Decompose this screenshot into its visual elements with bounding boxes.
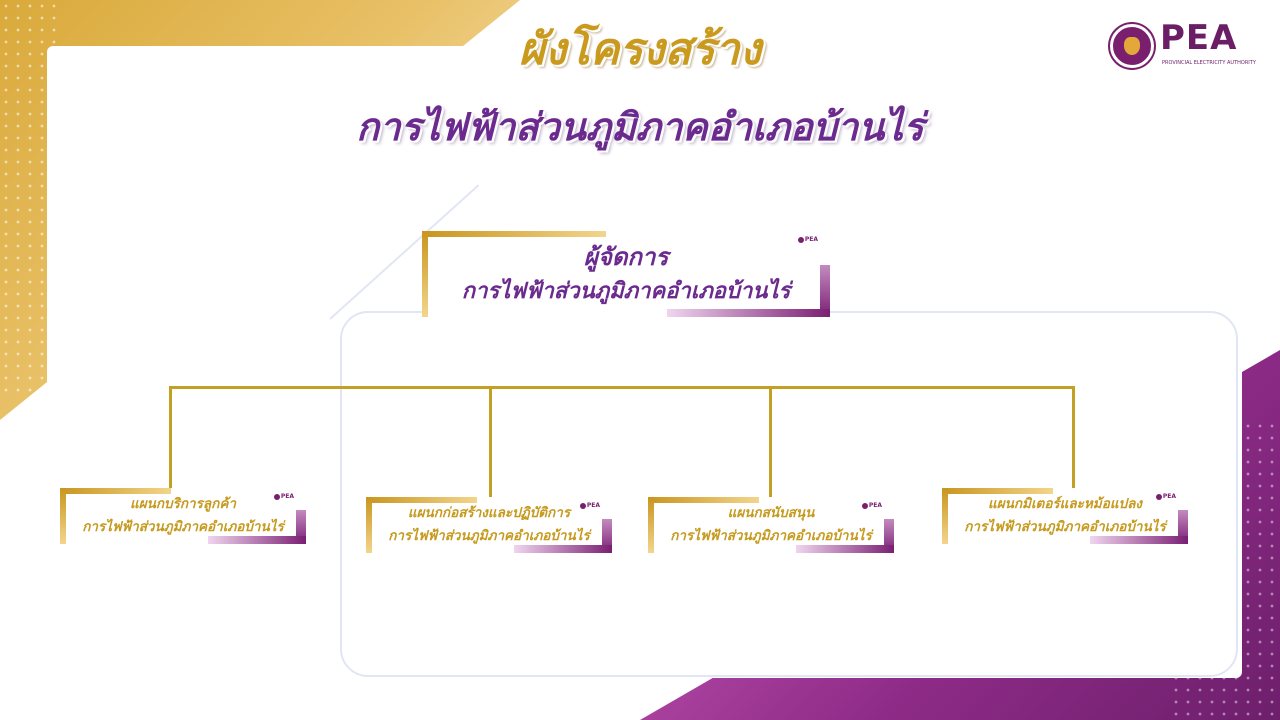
box-gold-accent (366, 497, 372, 553)
box-purple-accent (820, 265, 830, 317)
org-root-title: ผู้จัดการ (583, 243, 669, 271)
box-gold-accent (648, 497, 654, 553)
page-title: ผังโครงสร้าง (518, 24, 762, 75)
org-child-box-3: PEA แผนกสนับสนุน การไฟฟ้าส่วนภูมิภาคอำเภ… (648, 497, 894, 553)
box-mini-logo: PEA (580, 502, 600, 509)
pea-seal-icon (1110, 24, 1154, 68)
org-child-title: แผนกบริการลูกค้า (130, 496, 236, 512)
org-child-subtitle: การไฟฟ้าส่วนภูมิภาคอำเภอบ้านไร่ (964, 519, 1166, 535)
page-subtitle: การไฟฟ้าส่วนภูมิภาคอำเภอบ้านไร่ (356, 105, 924, 149)
org-child-subtitle: การไฟฟ้าส่วนภูมิภาคอำเภอบ้านไร่ (82, 519, 284, 535)
org-root-subtitle: การไฟฟ้าส่วนภูมิภาคอำเภอบ้านไร่ (461, 279, 791, 304)
box-purple-accent (1178, 510, 1188, 544)
box-gold-accent (942, 488, 948, 544)
org-child-box-2: PEA แผนกก่อสร้างและปฏิบัติการ การไฟฟ้าส่… (366, 497, 612, 553)
box-purple-accent (884, 519, 894, 553)
box-mini-logo: PEA (862, 502, 882, 509)
box-mini-logo: PEA (798, 236, 818, 243)
org-child-subtitle: การไฟฟ้าส่วนภูมิภาคอำเภอบ้านไร่ (388, 528, 590, 544)
pea-logo-tagline: PROVINCIAL ELECTRICITY AUTHORITY (1162, 60, 1256, 66)
box-purple-accent (296, 510, 306, 544)
org-child-title: แผนกก่อสร้างและปฏิบัติการ (407, 505, 571, 521)
box-gold-accent (422, 231, 428, 317)
connector-drop-3 (769, 386, 772, 498)
connector-drop-4 (1072, 386, 1075, 490)
connector-drop-1 (169, 386, 172, 490)
org-child-title: แผนกมิเตอร์และหม้อแปลง (988, 496, 1142, 512)
box-mini-logo: PEA (1156, 493, 1176, 500)
org-root-box: PEA ผู้จัดการ การไฟฟ้าส่วนภูมิภาคอำเภอบ้… (422, 231, 830, 317)
connector-horizontal (169, 386, 1075, 389)
content-panel (47, 46, 1242, 678)
box-mini-logo: PEA (274, 493, 294, 500)
org-child-box-4: PEA แผนกมิเตอร์และหม้อแปลง การไฟฟ้าส่วนภ… (942, 488, 1188, 544)
box-purple-accent (602, 519, 612, 553)
connector-drop-2 (489, 386, 492, 498)
box-gold-accent (60, 488, 66, 544)
org-child-box-1: PEA แผนกบริการลูกค้า การไฟฟ้าส่วนภูมิภาค… (60, 488, 306, 544)
org-child-title: แผนกสนับสนุน (727, 505, 815, 521)
pea-logo-text: PEA (1160, 18, 1238, 58)
pea-logo: PEA PROVINCIAL ELECTRICITY AUTHORITY (1110, 18, 1256, 74)
org-child-subtitle: การไฟฟ้าส่วนภูมิภาคอำเภอบ้านไร่ (670, 528, 872, 544)
